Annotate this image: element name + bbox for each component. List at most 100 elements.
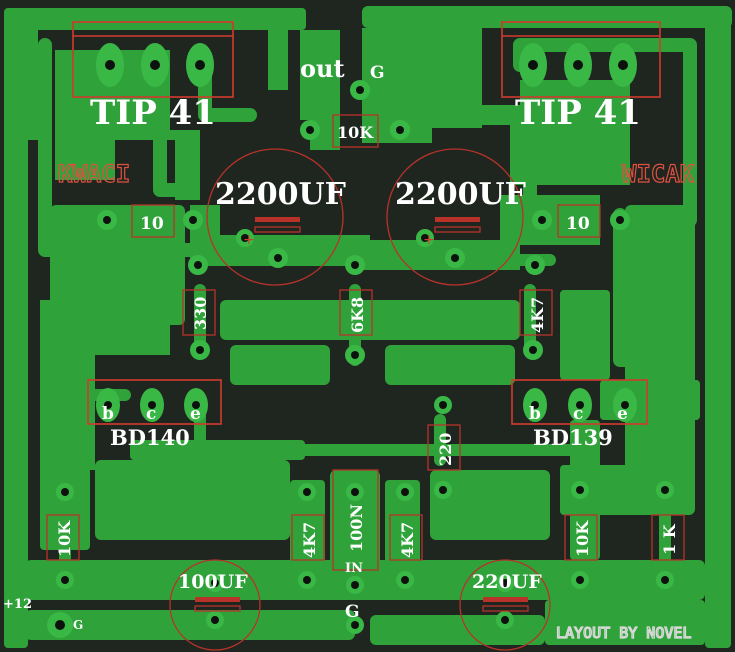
pad (190, 340, 210, 360)
pad (571, 481, 589, 499)
r-right-10-label: 10 (566, 214, 590, 234)
pad (345, 345, 365, 365)
out-label: out (300, 54, 345, 83)
pad (188, 255, 208, 275)
cap-220uf-label: 220UF (472, 571, 542, 593)
pad (523, 340, 543, 360)
pad (656, 571, 674, 589)
pad (445, 248, 465, 268)
pad (609, 43, 637, 87)
pad (140, 388, 164, 422)
pad (300, 120, 320, 140)
pad (56, 571, 74, 589)
cap-2200uf-left-label: 2200UF (215, 177, 346, 212)
silkscreen: TIP 41 TIP 41 out G 2200UF 2200UF KWACI … (3, 54, 695, 643)
pad (206, 574, 224, 592)
pad (96, 43, 124, 87)
pad (346, 616, 364, 634)
cap-2200uf-right-ring (386, 148, 524, 286)
pad (434, 481, 452, 499)
bd140-pin-b: b (102, 404, 114, 424)
trace-layer (38, 38, 697, 631)
pad (532, 210, 552, 230)
bd140-outline (87, 379, 222, 425)
pad (564, 43, 592, 87)
bd139-pin-c: c (573, 404, 583, 424)
bd140-pin-c: c (146, 404, 156, 424)
pad (496, 574, 514, 592)
pad (434, 396, 452, 414)
bd140-label: BD140 (110, 425, 190, 450)
pad (346, 483, 364, 501)
pad (141, 43, 169, 87)
r-10k-right-outline (564, 514, 598, 561)
r-right-10-outline (557, 204, 601, 238)
supply-label: +12 (3, 597, 32, 612)
pad (396, 483, 414, 501)
g-top-label: G (370, 63, 385, 83)
r-4k7-right-outline (389, 514, 423, 561)
pad (416, 229, 434, 247)
bd139-pin-e: e (617, 404, 628, 424)
r-1k-outline (651, 514, 685, 561)
cap-right-plus: + (423, 232, 435, 248)
pad (97, 210, 117, 230)
r-330-label: 330 (191, 297, 210, 330)
cap-100uf-label: 100UF (178, 571, 248, 593)
r-left-10-outline (131, 204, 175, 238)
r-out-label: 10K (337, 123, 374, 142)
pad (656, 481, 674, 499)
pad (183, 210, 203, 230)
r-4k7-top-outline (519, 289, 553, 336)
pad (613, 388, 637, 422)
pad (96, 388, 120, 422)
pad (56, 483, 74, 501)
r-out-outline (332, 114, 379, 148)
c-100n-outline (332, 469, 379, 571)
tip41-right-outline (501, 21, 661, 98)
pad (298, 571, 316, 589)
c-100n-label: 100N (347, 504, 366, 552)
pad (610, 210, 630, 230)
r-6k8-outline (339, 289, 373, 336)
r-10k-left-label: 10K (55, 520, 74, 557)
g-bottom-label: G (345, 602, 360, 622)
pad (268, 248, 288, 268)
kwaci-logo: KWACI (58, 160, 130, 188)
r-10k-left-outline (46, 514, 80, 561)
bd139-pin-b: b (529, 404, 541, 424)
pads (47, 43, 674, 638)
tip41-left-outline (72, 21, 234, 98)
pad (236, 229, 254, 247)
pad (390, 120, 410, 140)
g-left-label: G (73, 618, 83, 632)
r-220-outline (427, 424, 461, 471)
pad (523, 388, 547, 422)
bd139-label: BD139 (533, 425, 613, 450)
r-220-label: 220 (436, 433, 455, 466)
cap-100uf-ring (169, 559, 261, 651)
r-10k-right-label: 10K (573, 520, 592, 557)
cap-2200uf-right-label: 2200UF (395, 177, 526, 212)
r-4k7-left-outline (291, 514, 325, 561)
tip41-left-label: TIP 41 (90, 93, 216, 133)
pad (396, 571, 414, 589)
r-4k7-left-label: 4K7 (300, 522, 319, 558)
r-4k7-top-label: 4K7 (528, 297, 547, 333)
pad (346, 576, 364, 594)
in-label: IN (345, 561, 363, 576)
cap-2200uf-left-ring (206, 148, 344, 286)
r-4k7-right-label: 4K7 (398, 522, 417, 558)
pad (47, 612, 73, 638)
credit-label: LAYOUT BY NOVEL (556, 624, 691, 642)
cap-220uf-ring (459, 559, 551, 651)
pad (186, 43, 214, 87)
r-1k-label: 1 K (660, 523, 679, 555)
capacitor-symbols: + + (194, 217, 529, 612)
r-330-outline (182, 289, 216, 336)
bd139-outline (511, 379, 648, 425)
pad (519, 43, 547, 87)
pad (568, 388, 592, 422)
pad (525, 255, 545, 275)
